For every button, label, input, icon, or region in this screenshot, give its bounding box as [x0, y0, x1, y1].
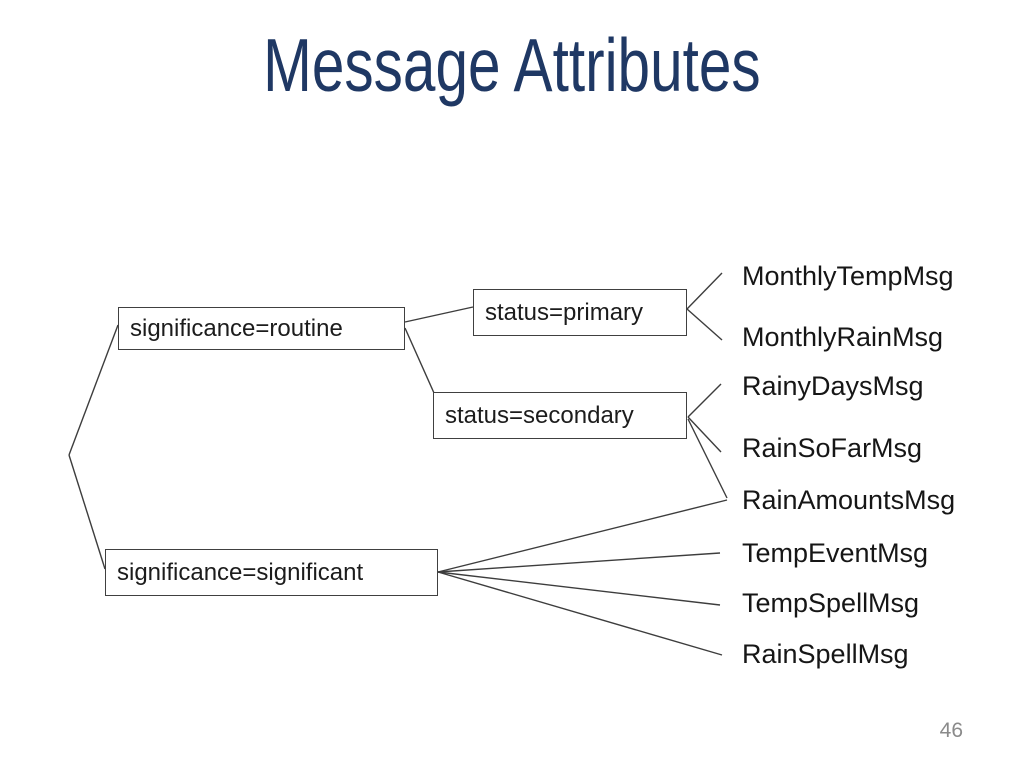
leaf-rain-so-far-msg: RainSoFarMsg	[742, 433, 923, 463]
connector-junction-routine	[68, 324, 119, 456]
node-significance-routine: significance=routine	[118, 307, 405, 350]
connector-significant-rainspellmsg	[437, 571, 723, 656]
connector-secondary-rainydaysmsg	[687, 383, 722, 418]
leaf-monthly-rain-msg: MonthlyRainMsg	[742, 322, 944, 352]
connector-significant-tempspellmsg	[437, 571, 721, 606]
connector-significant-tempeventmsg	[437, 552, 721, 573]
connector-routine-primary	[404, 306, 474, 323]
title-area: Message Attributes	[0, 26, 1024, 105]
leaf-rain-amounts-msg: RainAmountsMsg	[742, 485, 956, 515]
node-significance-significant: significance=significant	[105, 549, 438, 596]
leaf-temp-event-msg: TempEventMsg	[742, 538, 929, 568]
slide-title: Message Attributes	[263, 23, 761, 107]
leaf-rainy-days-msg: RainyDaysMsg	[742, 371, 924, 401]
node-status-primary: status=primary	[473, 289, 687, 336]
leaf-monthly-temp-msg: MonthlyTempMsg	[742, 261, 954, 291]
connector-secondary-rainamountsmsg	[687, 418, 728, 499]
page-number: 46	[939, 719, 963, 742]
connector-secondary-rainsofarmsg	[687, 416, 722, 453]
node-status-secondary: status=secondary	[433, 392, 687, 439]
connector-primary-monthlyrainmsg	[686, 308, 723, 341]
connector-significant-rainamountsmsg	[437, 499, 728, 573]
leaf-rain-spell-msg: RainSpellMsg	[742, 639, 909, 669]
connector-routine-secondary	[404, 327, 435, 394]
connector-primary-monthlytempmsg	[686, 272, 723, 310]
leaf-temp-spell-msg: TempSpellMsg	[742, 588, 920, 618]
connector-junction-significant	[68, 454, 106, 570]
